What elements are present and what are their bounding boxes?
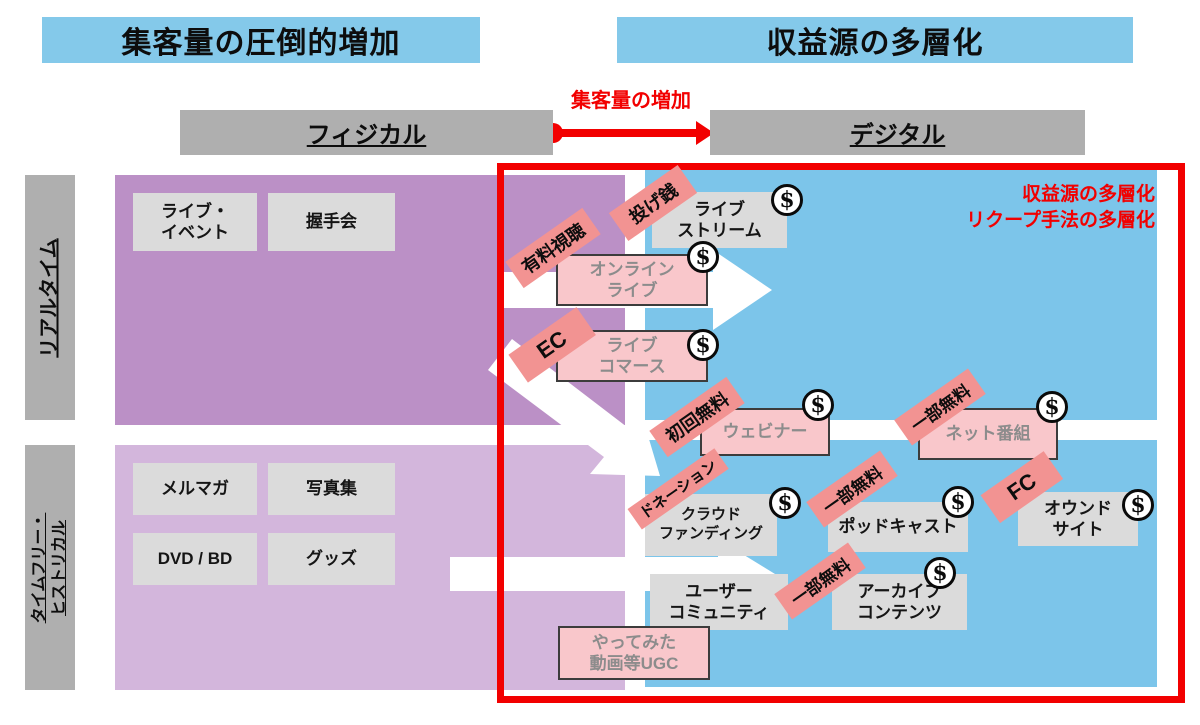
axis-digital-label: デジタル — [849, 122, 946, 149]
header-attract-increase: 集客量の圧倒的増加 — [42, 17, 480, 63]
box-podcast: ポッドキャスト — [828, 502, 968, 552]
flow-label: 集客量の増加 — [571, 90, 691, 112]
box-photobook: 写真集 — [268, 463, 395, 515]
dollar-icon: $ — [942, 486, 974, 518]
dollar-icon: $ — [771, 184, 803, 216]
axis-realtime: リアルタイム — [25, 175, 75, 420]
box-goods: グッズ — [268, 533, 395, 585]
box-user-community: ユーザー コミュニティ — [650, 574, 788, 630]
axis-realtime-label: リアルタイム — [38, 237, 61, 358]
dollar-icon: $ — [687, 241, 719, 273]
box-handshake: 握手会 — [268, 193, 395, 251]
box-mailmag: メルマガ — [133, 463, 257, 515]
flow-arrow-head-icon — [696, 121, 714, 145]
axis-physical: フィジカル — [180, 110, 553, 155]
dollar-icon: $ — [1036, 391, 1068, 423]
dollar-icon: $ — [769, 487, 801, 519]
header-attract-increase-label: 集客量の圧倒的増加 — [121, 27, 401, 60]
axis-timefree: タイムフリー・ ヒストリカル — [25, 445, 75, 690]
dollar-icon: $ — [687, 329, 719, 361]
box-live-stream: ライブ ストリーム — [652, 192, 787, 248]
dollar-icon: $ — [1122, 489, 1154, 521]
header-revenue-multilayer: 収益源の多層化 — [617, 17, 1133, 63]
revenue-note-line1: 収益源の多層化 — [1021, 184, 1155, 205]
box-owned-site: オウンド サイト — [1018, 492, 1138, 546]
axis-timefree-label-line2: ヒストリカル — [51, 519, 68, 616]
dollar-icon: $ — [924, 557, 956, 589]
axis-digital: デジタル — [710, 110, 1085, 155]
box-online-live: オンライン ライブ — [556, 254, 708, 306]
axis-timefree-label-line1: タイムフリー・ — [31, 512, 48, 623]
revenue-note: 収益源の多層化 リクープ手法の多層化 — [780, 182, 1155, 233]
flow-arrow-shaft — [553, 129, 698, 137]
axis-physical-label: フィジカル — [306, 122, 427, 149]
revenue-note-line2: リクープ手法の多層化 — [966, 209, 1155, 231]
box-ugc: やってみた 動画等UGC — [558, 626, 710, 680]
dollar-icon: $ — [802, 389, 834, 421]
header-revenue-multilayer-label: 収益源の多層化 — [766, 27, 984, 60]
box-dvd-bd: DVD / BD — [133, 533, 257, 585]
box-live-event: ライブ・ イベント — [133, 193, 257, 251]
